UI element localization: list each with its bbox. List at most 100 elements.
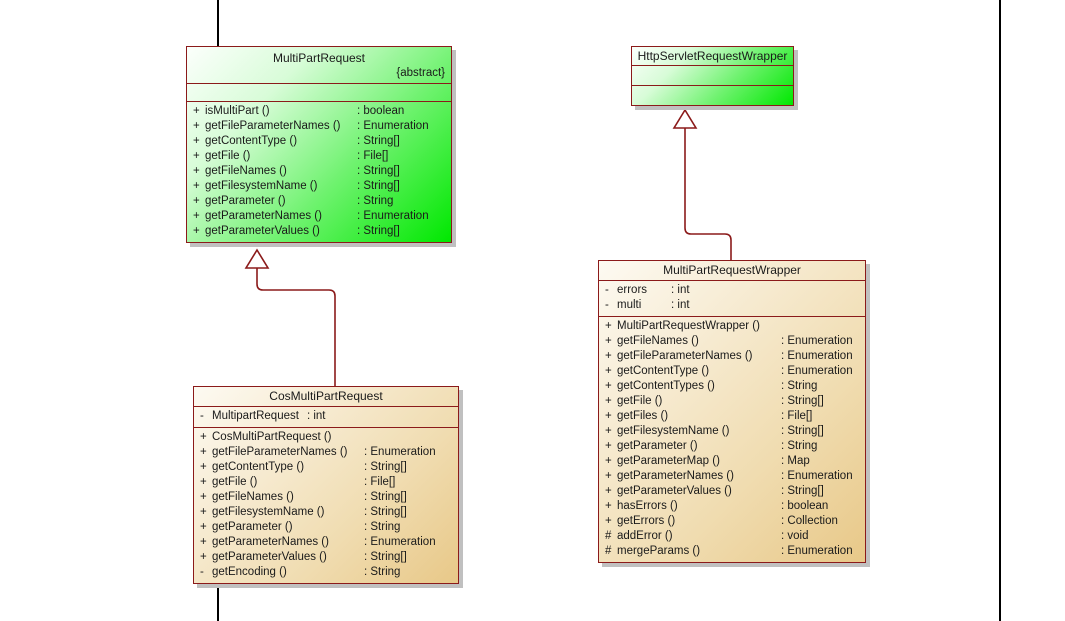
class-box-multipartrequest[interactable]: MultiPartRequest {abstract} + isMultiPar…	[186, 46, 452, 243]
member-name: hasErrors ()	[617, 500, 678, 512]
member-row: + getParameterNames () : Enumeration	[191, 209, 447, 224]
class-title-compartment: HttpServletRequestWrapper	[632, 47, 793, 66]
member-row: + getFiles () : File[]	[603, 409, 861, 424]
member-row: + getFilesystemName () : String[]	[191, 179, 447, 194]
guide-line-right-margin	[999, 0, 1001, 621]
member-name: getContentTypes ()	[617, 380, 715, 392]
class-name-multipartrequestwrapper: MultiPartRequestWrapper	[663, 263, 801, 277]
member-type: : String[]	[364, 461, 407, 473]
member-type: : String	[364, 566, 401, 578]
member-row: + getParameter () : String	[603, 439, 861, 454]
visibility-marker: +	[200, 551, 207, 563]
member-row: + getFilesystemName () : String[]	[198, 505, 454, 520]
member-name: getFile ()	[205, 150, 251, 162]
member-row: + getFile () : File[]	[198, 475, 454, 490]
member-type: : String[]	[781, 395, 824, 407]
member-row: - multi : int	[603, 298, 861, 313]
visibility-marker: +	[605, 440, 612, 452]
guide-line-top-left	[217, 0, 219, 46]
visibility-marker: +	[200, 491, 207, 503]
operations-compartment-multipartrequest: + isMultiPart () : boolean + getFilePara…	[187, 102, 451, 242]
class-box-cosmultipartrequest[interactable]: CosMultiPartRequest - MultipartRequest :…	[193, 386, 459, 584]
visibility-marker: +	[200, 461, 207, 473]
member-type: : boolean	[781, 500, 829, 512]
member-name: getParameter ()	[617, 440, 698, 452]
class-box-httpservletrequestwrapper[interactable]: HttpServletRequestWrapper	[631, 46, 794, 106]
member-row: + MultiPartRequestWrapper ()	[603, 319, 861, 334]
member-row: + getFileNames () : String[]	[191, 164, 447, 179]
visibility-marker: +	[605, 515, 612, 527]
member-type: : Collection	[781, 515, 838, 527]
attributes-compartment-multipartrequest	[187, 84, 451, 102]
visibility-marker: +	[200, 431, 207, 443]
member-row: + getParameterNames () : Enumeration	[198, 535, 454, 550]
member-row: + getFileNames () : Enumeration	[603, 334, 861, 349]
member-name: getErrors ()	[617, 515, 676, 527]
member-name: getContentType ()	[205, 135, 298, 147]
member-row: + getParameterValues () : String[]	[198, 550, 454, 565]
member-row: - getEncoding () : String	[198, 565, 454, 580]
member-name: getParameterNames ()	[617, 470, 734, 482]
visibility-marker: +	[193, 180, 200, 192]
class-name-multipartrequest: MultiPartRequest	[272, 51, 366, 65]
member-row: + getFile () : String[]	[603, 394, 861, 409]
member-type: : File[]	[781, 410, 813, 422]
member-type: : File[]	[364, 476, 396, 488]
member-type: : Enumeration	[781, 350, 853, 362]
guide-line-bottom-left	[217, 579, 219, 621]
member-row: + getContentType () : Enumeration	[603, 364, 861, 379]
member-name: getParameterNames ()	[212, 536, 329, 548]
member-name: getEncoding ()	[212, 566, 287, 578]
member-type: : String[]	[364, 491, 407, 503]
member-row: + getFilesystemName () : String[]	[603, 424, 861, 439]
member-type: : Enumeration	[781, 365, 853, 377]
member-row: + getParameterValues () : String[]	[603, 484, 861, 499]
member-type: : String[]	[357, 135, 400, 147]
member-name: MultiPartRequestWrapper ()	[617, 320, 760, 332]
visibility-marker: +	[200, 506, 207, 518]
member-row: + CosMultiPartRequest ()	[198, 430, 454, 445]
attributes-compartment-cosmultipartrequest: - MultipartRequest : int	[194, 407, 458, 428]
member-name: getFileParameterNames ()	[617, 350, 753, 362]
visibility-marker: +	[605, 380, 612, 392]
member-type: : Enumeration	[364, 446, 436, 458]
visibility-marker: -	[200, 410, 204, 422]
member-name: isMultiPart ()	[205, 105, 270, 117]
member-row: + getErrors () : Collection	[603, 514, 861, 529]
member-name: getFileNames ()	[617, 335, 699, 347]
visibility-marker: +	[193, 120, 200, 132]
class-title-compartment: CosMultiPartRequest	[194, 387, 458, 407]
visibility-marker: #	[605, 545, 612, 557]
visibility-marker: -	[200, 566, 204, 578]
member-type: : boolean	[357, 105, 405, 117]
operations-compartment-cosmultipartrequest: + CosMultiPartRequest () + getFileParame…	[194, 428, 458, 583]
visibility-marker: -	[605, 284, 609, 296]
member-row: # mergeParams () : Enumeration	[603, 544, 861, 559]
class-box-multipartrequestwrapper[interactable]: MultiPartRequestWrapper - errors : int -…	[598, 260, 866, 563]
member-type: : Map	[781, 455, 810, 467]
member-type: : void	[781, 530, 809, 542]
visibility-marker: +	[200, 476, 207, 488]
member-type: : String[]	[781, 425, 824, 437]
member-name: getParameterValues ()	[212, 551, 327, 563]
member-type: : String	[357, 195, 394, 207]
visibility-marker: +	[605, 320, 612, 332]
member-type: : Enumeration	[781, 335, 853, 347]
member-type: : int	[671, 299, 690, 311]
member-name: errors	[617, 284, 648, 296]
member-row: - MultipartRequest : int	[198, 409, 454, 424]
member-name: CosMultiPartRequest ()	[212, 431, 332, 443]
member-type: : String[]	[357, 180, 400, 192]
member-type: : String[]	[357, 225, 400, 237]
member-name: getParameterMap ()	[617, 455, 720, 467]
member-type: : int	[306, 410, 326, 422]
member-name: mergeParams ()	[617, 545, 701, 557]
visibility-marker: +	[605, 410, 612, 422]
member-type: : Enumeration	[781, 545, 853, 557]
member-name: getContentType ()	[212, 461, 305, 473]
member-name: MultipartRequest	[212, 410, 299, 422]
member-name: getParameterNames ()	[205, 210, 322, 222]
member-row: + getParameter () : String	[191, 194, 447, 209]
